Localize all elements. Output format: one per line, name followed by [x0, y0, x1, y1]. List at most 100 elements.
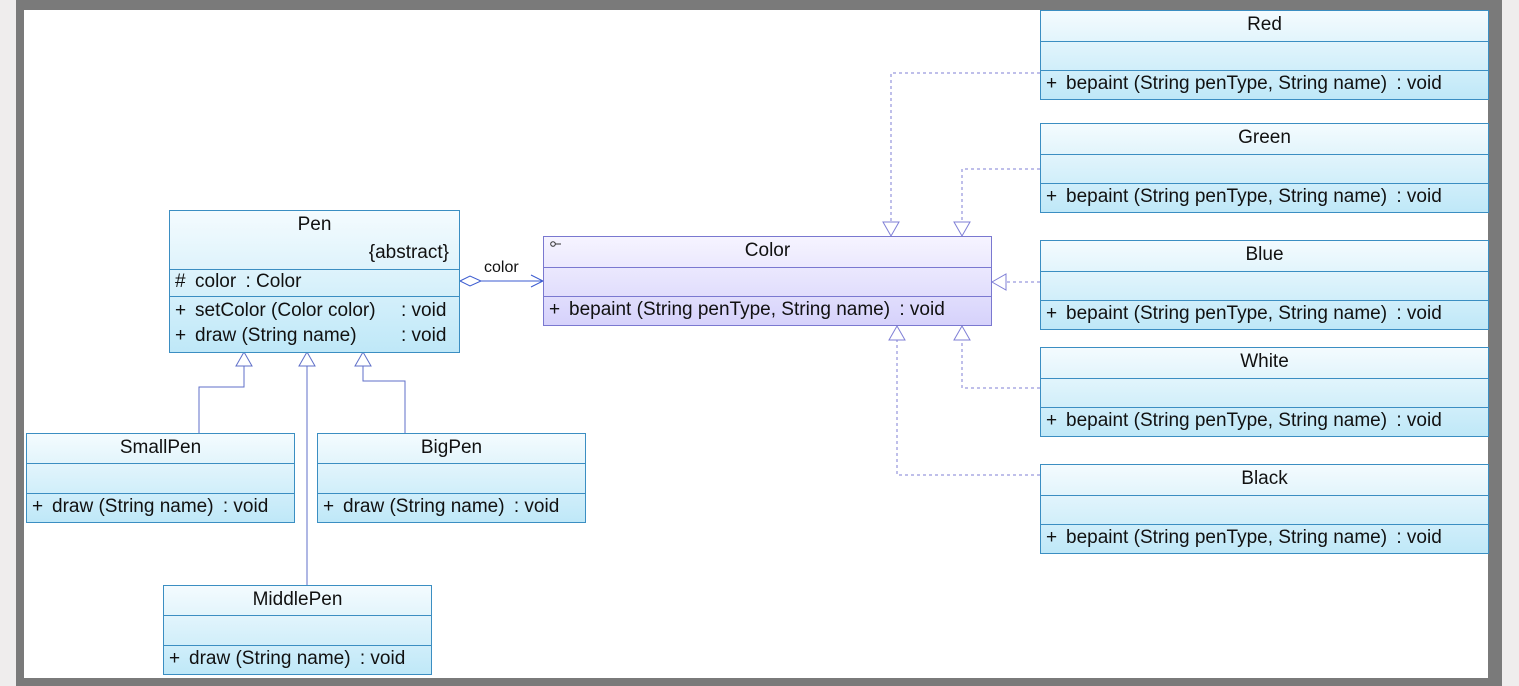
return-type: : void [1396, 186, 1442, 207]
class-bigpen[interactable]: BigPen + draw (String name) : void [317, 433, 586, 523]
operation-compartment: + bepaint (String penType, String name) :… [544, 296, 991, 326]
return-type: : void [1396, 73, 1442, 94]
operation-signature: draw (String name) [343, 496, 505, 517]
operation-signature: draw (String name) [52, 496, 214, 517]
operation-setcolor[interactable]: + setColor (Color color) [175, 300, 376, 322]
class-name: Black [1241, 468, 1288, 489]
attribute-name: color [195, 271, 237, 292]
class-name: Red [1247, 14, 1282, 35]
interface-color[interactable]: Color + bepaint (String penType, String n… [543, 236, 992, 326]
stereotype-label: {abstract} [368, 242, 449, 263]
attribute-compartment: # color : Color [170, 269, 459, 295]
operation-signature: draw (String name) [189, 648, 351, 669]
attribute-color[interactable]: # color : Color [175, 271, 301, 293]
visibility-marker: + [32, 496, 44, 517]
visibility-marker: + [1046, 73, 1058, 94]
operation-bepaint[interactable]: + bepaint (String penType, String name) :… [1046, 303, 1442, 325]
visibility-marker: + [169, 648, 181, 669]
return-type: : void [401, 300, 447, 321]
operation-draw[interactable]: + draw (String name) : void [32, 496, 268, 518]
class-header: SmallPen [27, 434, 294, 464]
operation-draw[interactable]: + draw (String name) : void [169, 648, 405, 670]
class-name: SmallPen [119, 437, 202, 458]
class-blue[interactable]: Blue + bepaint (String penType, String na… [1040, 240, 1489, 330]
class-name: Blue [1245, 244, 1284, 265]
return-type: : void [1396, 527, 1442, 548]
class-white[interactable]: White + bepaint (String penType, String n… [1040, 347, 1489, 437]
class-name: White [1240, 351, 1289, 372]
return-type: : void [513, 496, 560, 517]
operation-signature: bepaint (String penType, String name) [1066, 73, 1388, 94]
attribute-compartment [1041, 378, 1488, 407]
operation-signature: bepaint (String penType, String name) [569, 299, 891, 320]
visibility-marker: + [175, 300, 187, 321]
operation-signature: bepaint (String penType, String name) [1066, 410, 1388, 431]
attribute-compartment [1041, 41, 1488, 70]
class-header: Color [544, 237, 991, 267]
key-icon [550, 239, 562, 251]
class-name: Pen [297, 214, 332, 235]
operation-draw[interactable]: + draw (String name) : void [323, 496, 559, 518]
operation-signature: setColor (Color color) [195, 300, 376, 321]
operation-compartment: + bepaint (String penType, String name) :… [1041, 300, 1488, 330]
operation-signature: bepaint (String penType, String name) [1066, 527, 1388, 548]
class-red[interactable]: Red + bepaint (String penType, String nam… [1040, 10, 1489, 100]
visibility-marker: + [323, 496, 335, 517]
operation-draw[interactable]: + draw (String name) [175, 325, 357, 347]
operation-compartment: + bepaint (String penType, String name) :… [1041, 183, 1488, 213]
attribute-compartment [1041, 271, 1488, 300]
class-green[interactable]: Green + bepaint (String penType, String n… [1040, 123, 1489, 213]
operation-signature: bepaint (String penType, String name) [1066, 303, 1388, 324]
operation-compartment: + setColor (Color color) : void + draw (St… [170, 296, 459, 352]
operation-signature: bepaint (String penType, String name) [1066, 186, 1388, 207]
visibility-marker: # [175, 271, 186, 292]
class-name: Color [744, 240, 791, 261]
visibility-marker: + [1046, 410, 1058, 431]
operation-compartment: + draw (String name) : void [27, 493, 294, 523]
return-type: : void [222, 496, 269, 517]
visibility-marker: + [1046, 186, 1058, 207]
attribute-compartment [27, 463, 294, 493]
attribute-compartment [1041, 154, 1488, 183]
class-name: MiddlePen [252, 589, 343, 610]
class-header: Red [1041, 11, 1488, 41]
operation-compartment: + bepaint (String penType, String name) :… [1041, 70, 1488, 100]
attribute-compartment [318, 463, 585, 493]
visibility-marker: + [1046, 527, 1058, 548]
return-type: : void [1396, 410, 1442, 431]
attribute-type: : Color [245, 271, 302, 292]
class-pen-header: Pen {abstract} [170, 211, 459, 271]
operation-signature: draw (String name) [195, 325, 357, 346]
operation-bepaint[interactable]: + bepaint (String penType, String name) :… [1046, 527, 1442, 549]
class-name: BigPen [420, 437, 483, 458]
return-type: : void [401, 325, 447, 346]
operation-bepaint[interactable]: + bepaint (String penType, String name) :… [1046, 73, 1442, 95]
class-header: White [1041, 348, 1488, 378]
attribute-compartment [1041, 495, 1488, 524]
class-middlepen[interactable]: MiddlePen + draw (String name) : void [163, 585, 432, 675]
class-name: Green [1238, 127, 1291, 148]
class-header: Black [1041, 465, 1488, 495]
association-label: color [484, 259, 519, 276]
operation-compartment: + draw (String name) : void [164, 645, 431, 675]
attribute-compartment [164, 615, 431, 645]
return-type: : void [359, 648, 406, 669]
class-header: Blue [1041, 241, 1488, 271]
operation-bepaint[interactable]: + bepaint (String penType, String name) :… [1046, 410, 1442, 432]
class-header: MiddlePen [164, 586, 431, 616]
class-header: Green [1041, 124, 1488, 154]
operation-bepaint[interactable]: + bepaint (String penType, String name) :… [1046, 186, 1442, 208]
class-header: BigPen [318, 434, 585, 464]
visibility-marker: + [1046, 303, 1058, 324]
return-type: : void [899, 299, 945, 320]
visibility-marker: + [175, 325, 187, 346]
class-smallpen[interactable]: SmallPen + draw (String name) : void [26, 433, 295, 523]
operation-compartment: + bepaint (String penType, String name) :… [1041, 407, 1488, 437]
return-type: : void [1396, 303, 1442, 324]
class-pen[interactable]: Pen {abstract} # color : Color + setColor … [169, 210, 460, 353]
class-black[interactable]: Black + bepaint (String penType, String n… [1040, 464, 1489, 554]
operation-bepaint[interactable]: + bepaint (String penType, String name) :… [549, 299, 945, 321]
visibility-marker: + [549, 299, 561, 320]
attribute-compartment [544, 267, 991, 296]
operation-compartment: + bepaint (String penType, String name) :… [1041, 524, 1488, 554]
